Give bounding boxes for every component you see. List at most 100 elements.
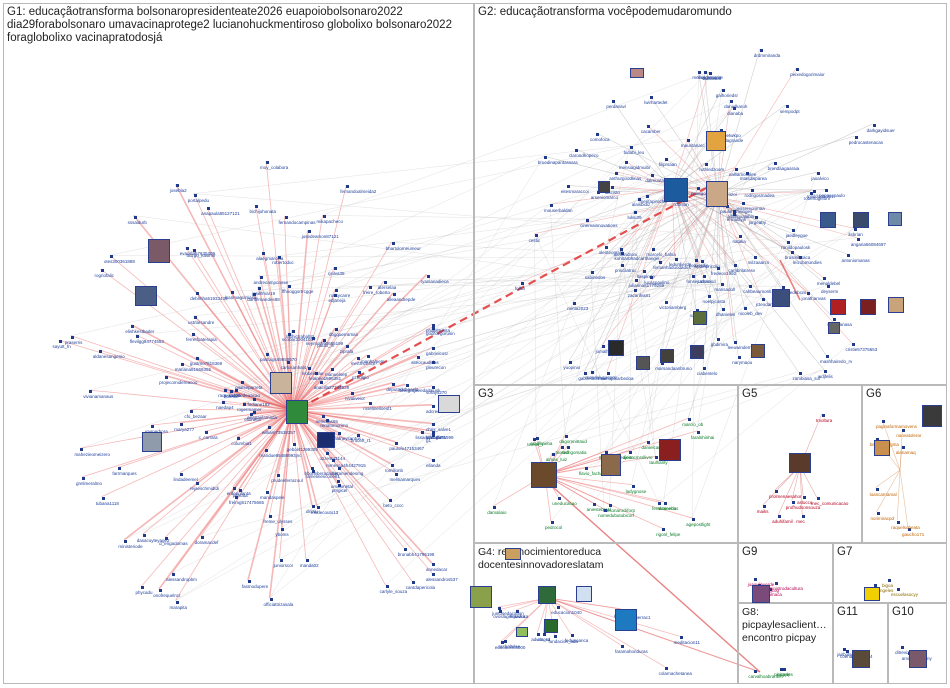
- node-label: agepostlight: [686, 522, 711, 528]
- graph-node: [185, 247, 189, 251]
- node-label: clarondhopeco: [569, 152, 599, 158]
- graph-node: [332, 458, 336, 462]
- graph-edge: [431, 107, 734, 348]
- node-label: mec_comunicacao: [810, 501, 849, 507]
- node-label: lisartscedebcnt: [775, 290, 806, 296]
- node-label: marsandaanbruno: [655, 366, 692, 372]
- group-title-g6: G6: [866, 388, 882, 400]
- graph-edge: [291, 409, 390, 500]
- graph-edge: [584, 187, 673, 373]
- graph-node: [901, 646, 905, 650]
- graph-edge: [875, 469, 901, 488]
- graph-edge: [223, 387, 293, 411]
- node-label: ajeitocmrsllivre: [622, 455, 653, 461]
- node-label: wdjfelis: [817, 373, 833, 379]
- node-label: tubana1118: [95, 500, 119, 506]
- node-label: pmgicel: [331, 488, 348, 494]
- graph-edge: [565, 291, 808, 435]
- graph-edge: [544, 417, 689, 476]
- node-label: officiattrizasala: [263, 602, 294, 608]
- graph-edge: [717, 194, 739, 356]
- graph-node: [732, 213, 736, 217]
- graph-node: [337, 432, 341, 436]
- graph-edge: [80, 409, 293, 449]
- graph-node: [762, 505, 766, 509]
- node-label: deblmha51933436: [190, 295, 228, 301]
- node-label: g1: [426, 438, 432, 444]
- graph-edge: [549, 204, 566, 435]
- node-label: peixedogorimaior: [790, 72, 825, 78]
- graph-node: [255, 205, 259, 209]
- graph-edge: [291, 293, 335, 411]
- graph-node: [570, 634, 574, 638]
- node-label: scobar33041037: [281, 337, 316, 343]
- graph-edge: [191, 332, 293, 411]
- node-label: lissandra18o71999: [415, 434, 454, 440]
- graph-node: [207, 207, 211, 211]
- node-label: ellorasm: [244, 417, 262, 423]
- graph-node: [628, 451, 632, 455]
- graph-edge: [158, 409, 293, 590]
- node-label: mikapacheco: [316, 219, 344, 225]
- graph-edge: [881, 419, 901, 471]
- graph-node: [356, 357, 360, 361]
- node-label: juniorasd: [697, 279, 716, 285]
- graph-node: [311, 336, 315, 340]
- graph-node: [281, 527, 285, 531]
- node-label: rogriofalic: [94, 273, 115, 279]
- graph-node: [604, 451, 608, 455]
- node-label: rjsilva38: [328, 270, 345, 276]
- graph-edge: [98, 349, 293, 411]
- graph-node: [237, 437, 241, 441]
- node-label: ronildopaulo1: [806, 193, 834, 199]
- graph-edge: [899, 428, 903, 471]
- graph-edge: [717, 194, 734, 342]
- graph-node: [432, 404, 435, 408]
- graph-node: [307, 366, 311, 370]
- graph-node: [323, 338, 327, 342]
- node-label: cinemainnovations: [580, 223, 618, 229]
- graph-node: [432, 563, 435, 567]
- graph-node: [195, 357, 199, 361]
- graph-node: [311, 469, 315, 473]
- graph-edge: [368, 285, 782, 287]
- node-label: cristie57375653: [845, 346, 878, 352]
- graph-node: [284, 215, 288, 219]
- node-label: melinamarques: [389, 476, 421, 482]
- node-label: julianna81779269: [628, 282, 665, 288]
- graph-node: [262, 251, 266, 255]
- graph-node: [807, 291, 811, 295]
- node-label: marcelo_bahia: [646, 252, 676, 258]
- graph-edge: [291, 409, 396, 443]
- graph-node: [749, 285, 753, 289]
- graph-edge: [671, 187, 799, 373]
- avatar: [772, 289, 790, 307]
- group-title-g2: G2: educaçãotransforma vocêpodemudaromun…: [478, 6, 732, 18]
- graph-node: [322, 215, 326, 219]
- graph-node: [151, 425, 155, 429]
- node-label: philiplmerita: [426, 328, 451, 334]
- graph-edge: [322, 215, 587, 220]
- node-label: victoriamberg: [659, 304, 687, 310]
- node-label: taulhanty: [649, 460, 668, 466]
- graph-edge: [70, 335, 293, 411]
- node-label: milzaaarcs: [747, 259, 770, 265]
- graph-edge: [799, 465, 803, 516]
- graph-node: [615, 171, 619, 175]
- node-label: gbdimira: [710, 342, 728, 348]
- graph-node: [720, 283, 724, 287]
- graph-edge: [391, 241, 696, 260]
- graph-edge: [133, 215, 762, 299]
- graph-edge: [175, 228, 855, 601]
- group-title-g4: G4: reconocimientoreduca docentesinnovad…: [478, 546, 604, 571]
- node-label: projecomidereacoo: [159, 379, 198, 385]
- node-label: jaoalvico: [811, 176, 829, 182]
- node-label: dasacuyteyage2: [136, 538, 170, 544]
- node-label: nalliamcoolee: [728, 171, 757, 177]
- graph-edge: [118, 409, 293, 468]
- graph-edge: [671, 187, 723, 309]
- graph-node: [851, 342, 855, 346]
- node-label: merifapirocho: [639, 199, 667, 205]
- node-label: teleus_t: [527, 441, 543, 447]
- node-label: bidabi_leo: [623, 150, 645, 156]
